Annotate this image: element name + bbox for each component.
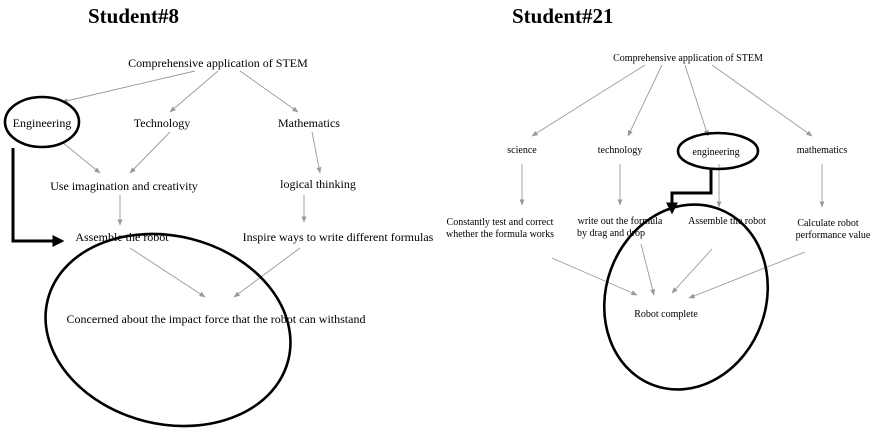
highlight-arrow-engineering <box>666 170 713 215</box>
highlight-ring-engineering <box>3 95 81 149</box>
edges <box>519 64 825 299</box>
edge-root-mathematics <box>239 70 299 113</box>
node-assemble: Assemble the robot <box>75 230 169 244</box>
panel-title: Student#8 <box>88 4 179 28</box>
highlight-ring-outcome <box>44 232 292 428</box>
node-mathematics: Mathematics <box>278 116 340 130</box>
edge-assemble-complete <box>671 248 713 294</box>
edge-root-mathematics <box>711 64 813 137</box>
edges <box>61 70 322 298</box>
node-logical-thinking: logical thinking <box>280 177 356 191</box>
node-robot-complete: Robot complete <box>634 309 698 320</box>
edge-engineering-imagination <box>61 141 101 174</box>
edge-root-engineering <box>684 64 709 137</box>
node-calc-line-1: Calculate robot <box>797 218 859 229</box>
edge-root-science <box>531 64 646 137</box>
node-write-line-2: by drag and drop <box>577 228 645 239</box>
node-imagination: Use imagination and creativity <box>50 179 198 193</box>
node-mathematics: mathematics <box>797 145 848 156</box>
edge-mathematics-logical <box>311 131 322 174</box>
edge-root-technology <box>169 70 219 113</box>
node-engineering: Engineering <box>13 116 72 130</box>
edge-formulas-impact <box>233 247 301 298</box>
highlight-ring-engineering <box>676 131 760 171</box>
node-technology: Technology <box>134 116 190 130</box>
node-engineering: engineering <box>692 147 739 158</box>
node-write-line-1: write out the formula <box>578 216 663 227</box>
edge-assemble-impact <box>129 247 206 298</box>
node-calc-line-2: performance value <box>796 230 871 241</box>
edge-root-technology <box>627 64 663 137</box>
edge-technology-imagination <box>129 131 171 174</box>
node-technology: technology <box>598 145 642 156</box>
edge-calc-complete <box>688 251 806 299</box>
node-root: Comprehensive application of STEM <box>613 53 763 64</box>
node-test-line-2: whether the formula works <box>446 229 554 240</box>
node-impact-force: Concerned about the impact force that th… <box>67 312 366 326</box>
panel-student-21: Student#21 Comprehensive application of … <box>446 4 871 391</box>
panel-student-8: Student#8 Comprehensive application of S… <box>3 4 434 428</box>
highlight-arrow-engineering <box>11 148 65 247</box>
highlight-ring-outcome <box>602 203 770 391</box>
node-root: Comprehensive application of STEM <box>128 56 308 70</box>
panel-title: Student#21 <box>512 4 614 28</box>
node-test-line-1: Constantly test and correct <box>447 217 554 228</box>
node-formulas: Inspire ways to write different formulas <box>243 230 434 244</box>
node-science: science <box>507 145 537 156</box>
edge-write-complete <box>640 243 656 296</box>
edge-root-engineering <box>61 70 196 104</box>
node-assemble: Assemble the robot <box>688 216 766 227</box>
edge-test-complete <box>551 257 638 296</box>
